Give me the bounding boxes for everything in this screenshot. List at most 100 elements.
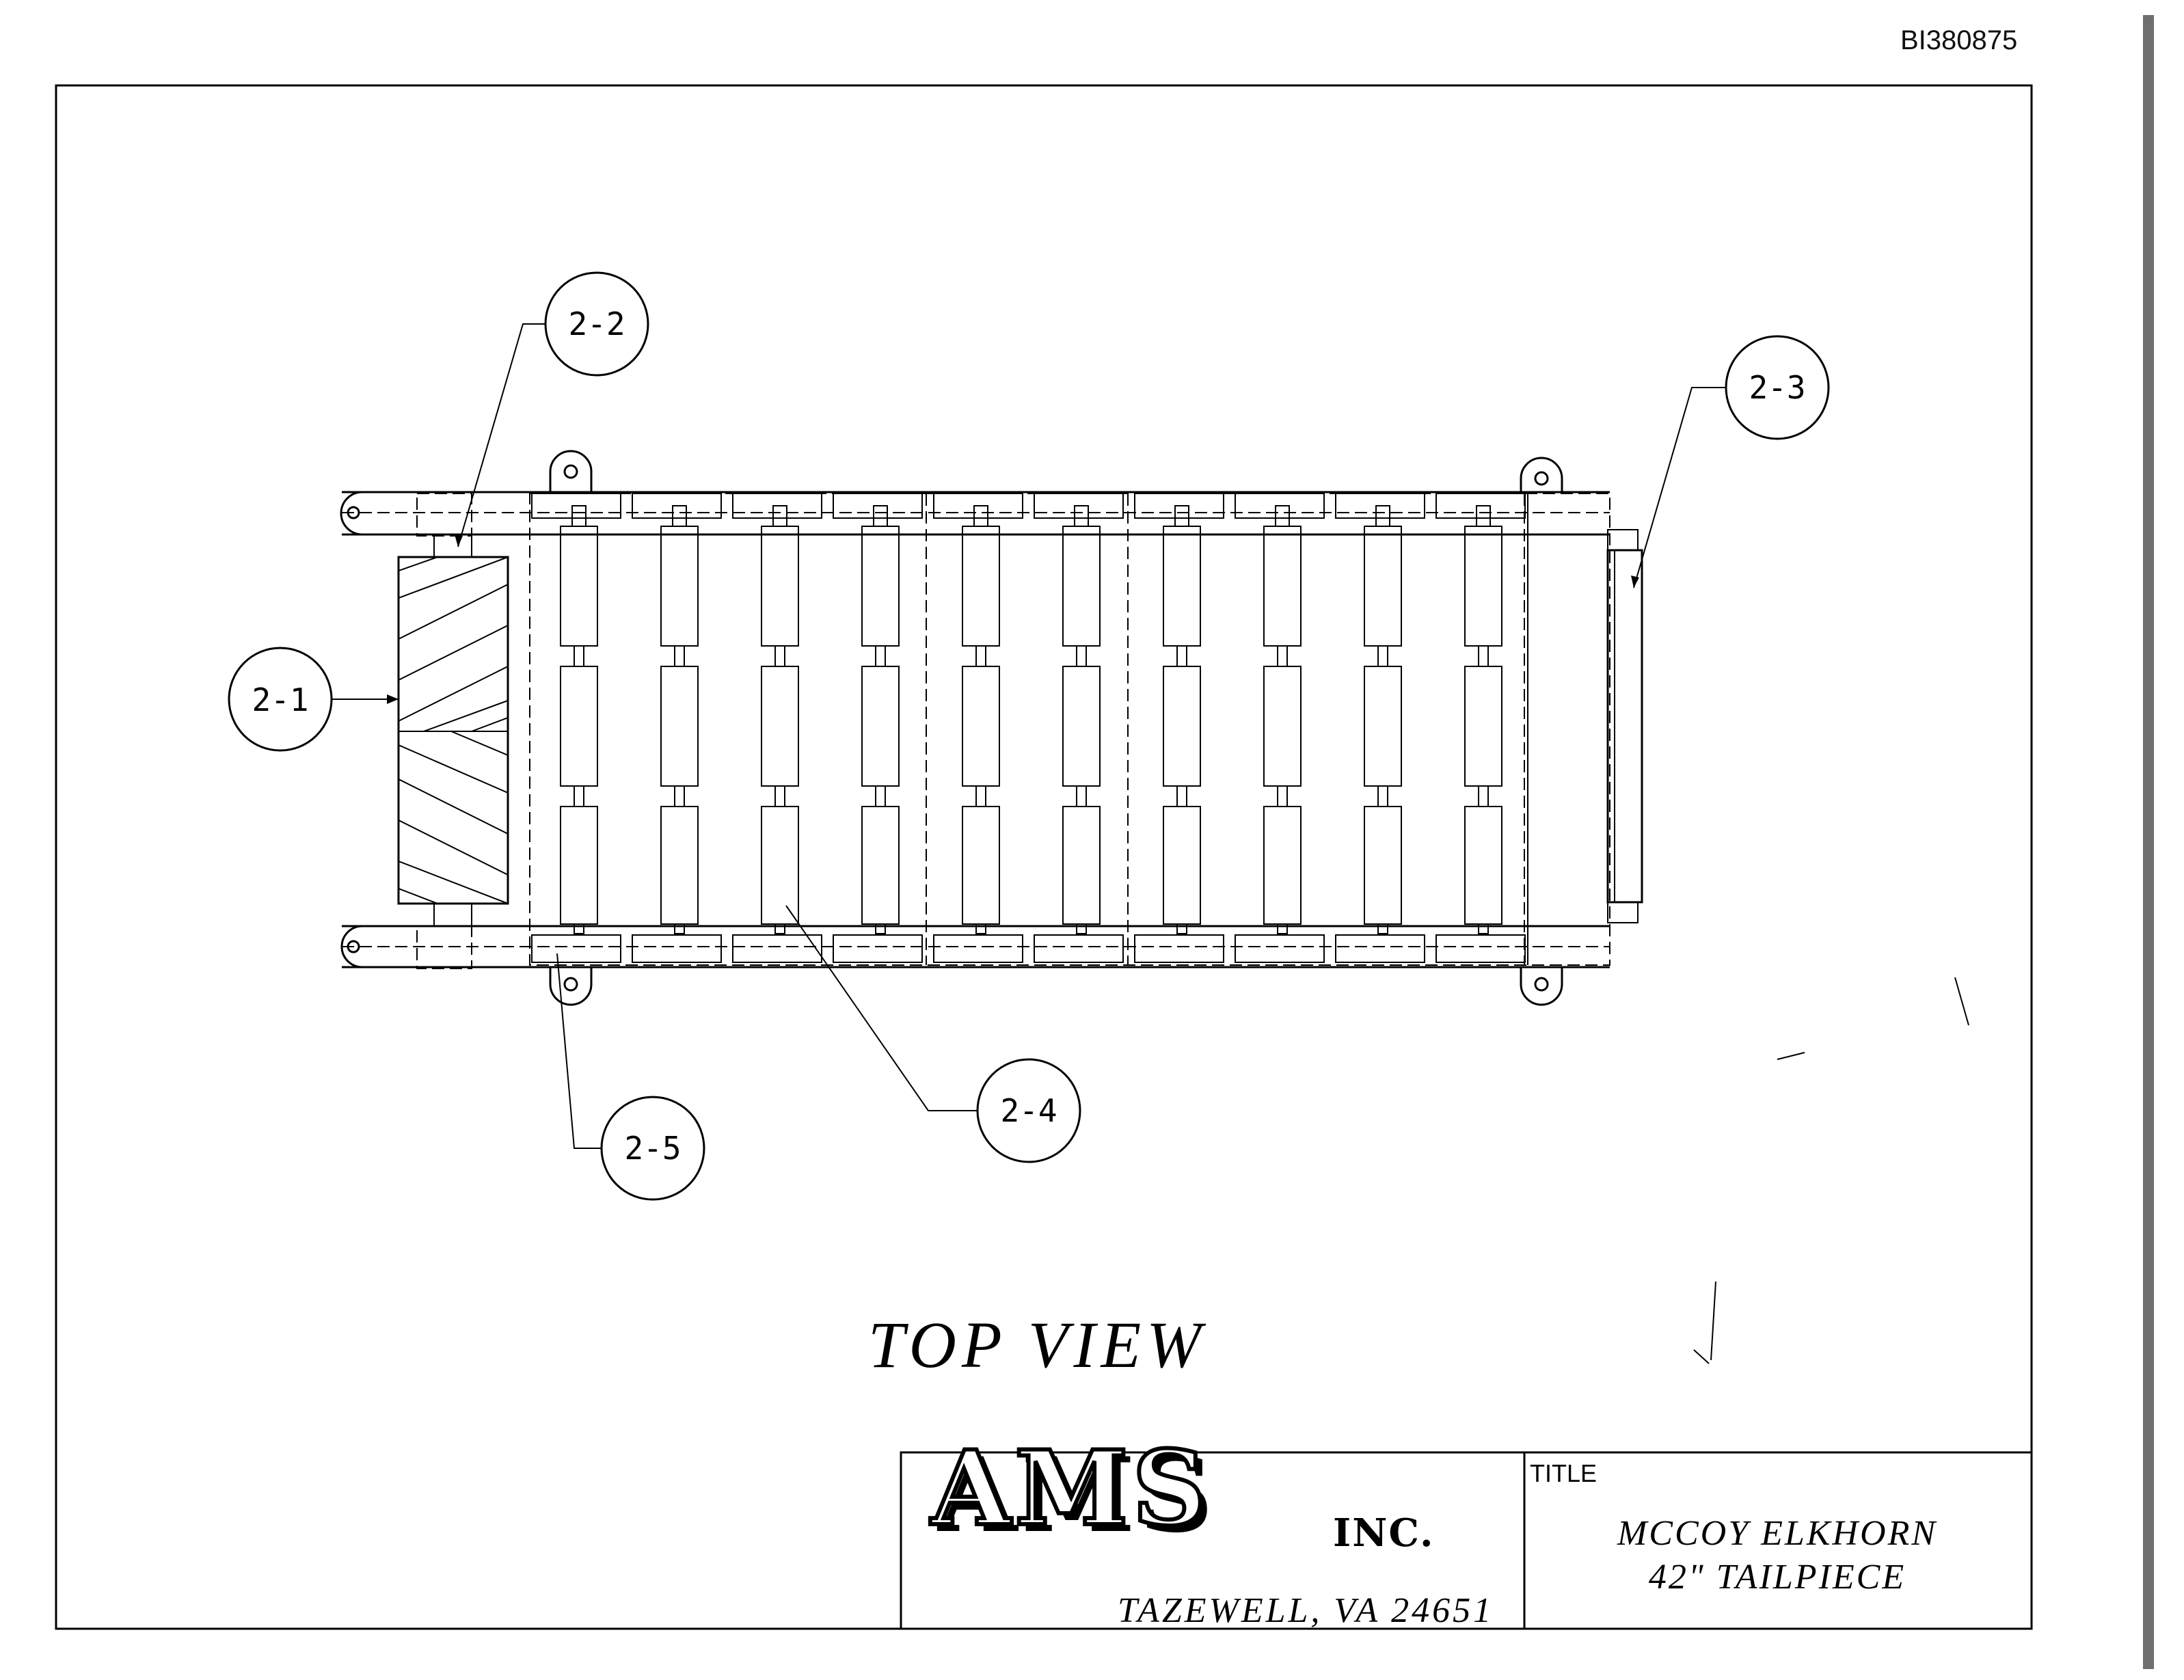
top-clip-plates	[531, 493, 1526, 519]
idler-shaft	[1176, 645, 1187, 667]
idler-roll	[761, 806, 799, 925]
title-label: TITLE	[1530, 1459, 1597, 1487]
idler-roll	[660, 666, 699, 787]
idler-roll	[1163, 806, 1201, 925]
logo-shadow: AMS	[936, 1435, 1217, 1556]
idler-roll	[1062, 666, 1101, 787]
idler-bracket	[672, 505, 687, 527]
callout-2-1: 2-1	[228, 647, 399, 752]
callout-2-5: 2-5	[556, 953, 705, 1201]
idler-roll	[861, 526, 900, 647]
idler-roll	[1263, 806, 1302, 925]
idler-roll	[560, 666, 598, 787]
idler-shaft	[1277, 785, 1288, 807]
idler-shaft	[1377, 923, 1388, 934]
idler-bracket	[571, 505, 587, 527]
idler-bracket	[1074, 505, 1089, 527]
idler-shaft	[574, 923, 584, 934]
drawing-border	[55, 84, 2033, 1630]
callout-2-3: 2-3	[1631, 335, 1830, 588]
idler-shaft	[1478, 785, 1489, 807]
idler-roll	[560, 526, 598, 647]
idler-roll	[1163, 666, 1201, 787]
idler-roll	[962, 806, 1000, 925]
idler-shaft	[574, 785, 584, 807]
company-logo: AMS AMS INC.	[928, 1426, 1434, 1556]
logo-suffix: INC.	[1333, 1510, 1434, 1556]
idler-roll	[1464, 526, 1502, 647]
scan-edge-bar	[2143, 15, 2154, 1669]
idler-shaft	[1176, 923, 1187, 934]
callout-2-2: 2-2	[455, 271, 649, 547]
idler-roll	[1263, 666, 1302, 787]
idler-roll	[1163, 526, 1201, 647]
idler-roll	[962, 666, 1000, 787]
drawing-title-line2: 42" TAILPIECE	[1649, 1558, 1906, 1597]
callout-label: 2-2	[568, 306, 625, 342]
idler-shaft	[1377, 785, 1388, 807]
idler-bracket	[1275, 505, 1290, 527]
idler-roll	[761, 666, 799, 787]
idler-shaft	[1277, 645, 1288, 667]
idler-shaft	[1176, 785, 1187, 807]
callout-label: 2-4	[1000, 1092, 1057, 1129]
idler-shaft	[975, 645, 986, 667]
idler-shaft	[875, 923, 886, 934]
callout-label: 2-1	[252, 681, 308, 718]
idler-roll	[861, 806, 900, 925]
idler-roll	[1364, 806, 1402, 925]
drawing-title-line1: MCCOY ELKHORN	[1617, 1514, 1937, 1553]
idler-shaft	[875, 645, 886, 667]
idler-roll	[1364, 526, 1402, 647]
company-location: TAZEWELL, VA 24651	[1118, 1591, 1494, 1630]
idler-shaft	[774, 923, 785, 934]
logo-text: AMS	[930, 1428, 1211, 1549]
callout-label: 2-3	[1749, 369, 1805, 406]
title-block: AMS AMS INC. TAZEWELL, VA 24651 TITLE MC…	[900, 1426, 2033, 1630]
idler-roll	[1464, 666, 1502, 787]
idler-shaft	[674, 923, 685, 934]
idler-shaft	[674, 645, 685, 667]
idler-shaft	[1076, 923, 1087, 934]
idler-bracket	[1375, 505, 1390, 527]
idler-bracket	[1174, 505, 1189, 527]
idler-bracket	[873, 505, 888, 527]
scan-specks	[1693, 977, 1969, 1364]
idler-roll	[660, 526, 699, 647]
idler-bracket	[1476, 505, 1491, 527]
idler-roll	[761, 526, 799, 647]
mounting-ears	[549, 450, 1563, 1006]
idler-roll	[1364, 666, 1402, 787]
view-title: TOP VIEW	[868, 1308, 1206, 1381]
idler-shaft	[875, 785, 886, 807]
idler-bracket	[772, 505, 787, 527]
hatched-block	[397, 556, 509, 905]
idler-shaft	[1377, 645, 1388, 667]
idler-shaft	[1478, 645, 1489, 667]
idler-roll	[861, 666, 900, 787]
idler-roll	[660, 806, 699, 925]
idler-shaft	[774, 785, 785, 807]
callout-2-4: 2-4	[785, 905, 1081, 1163]
idler-roll	[560, 806, 598, 925]
idler-bracket	[973, 505, 988, 527]
idler-shaft	[1076, 785, 1087, 807]
idler-roll	[1263, 526, 1302, 647]
document-id: BI380875	[1900, 25, 2017, 55]
idler-roll	[1464, 806, 1502, 925]
bottom-clip-plates	[531, 934, 1526, 963]
idler-shaft	[1478, 923, 1489, 934]
idler-shaft	[1277, 923, 1288, 934]
tail-pulley	[1606, 529, 1643, 923]
tailpiece-assembly	[340, 450, 1643, 1006]
idler-roll	[1062, 526, 1101, 647]
idler-shaft	[975, 923, 986, 934]
callout-label: 2-5	[624, 1130, 681, 1167]
idler-shaft	[975, 785, 986, 807]
idler-shaft	[574, 645, 584, 667]
idler-roll	[962, 526, 1000, 647]
idler-shaft	[674, 785, 685, 807]
idler-shaft	[774, 645, 785, 667]
idler-shaft	[1076, 645, 1087, 667]
